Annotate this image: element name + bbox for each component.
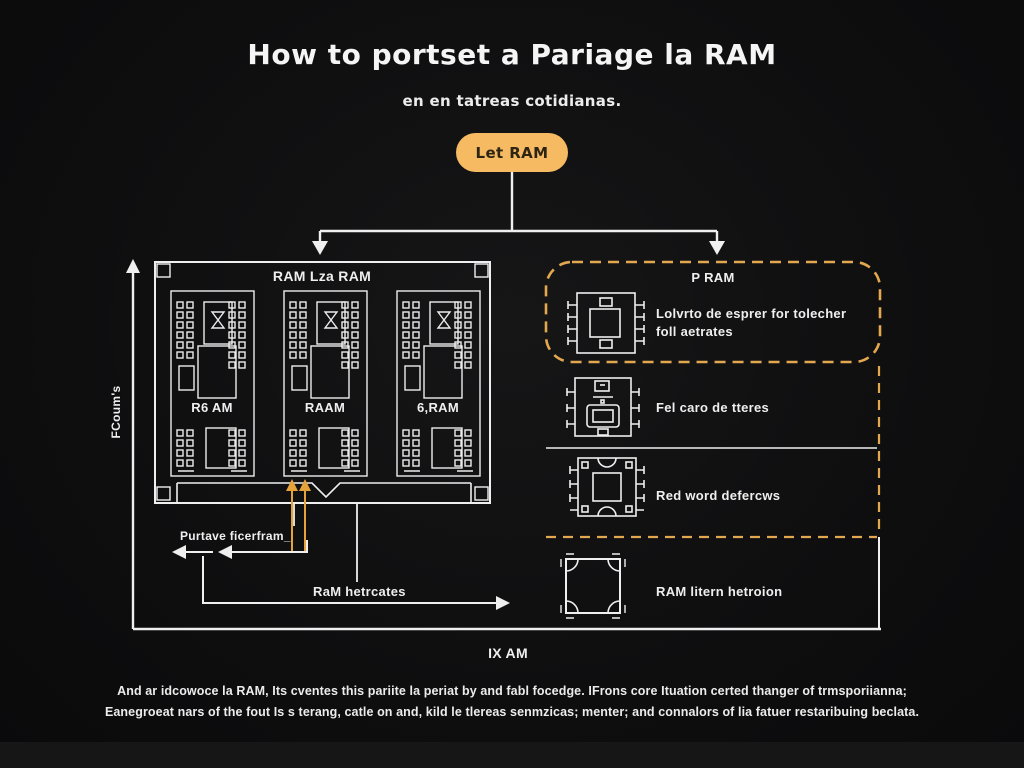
orange-arrow-up-2-icon	[299, 479, 311, 491]
ram-stick-1-label: R6 AM	[191, 400, 232, 415]
chip-socket-icon	[566, 377, 640, 437]
right-row4-text: RAM litern hetroion	[656, 584, 782, 599]
ram-stick-1	[171, 291, 254, 476]
arrow-left-b-icon	[172, 545, 186, 559]
bottom-strip	[0, 742, 1024, 768]
right-row3-text: Red word defercws	[656, 488, 780, 503]
highlight-box-title: P RAM	[691, 270, 734, 285]
page-title: How to portset a Pariage la RAM	[247, 38, 777, 71]
highlight-box-text-line2: foll aetrates	[656, 324, 733, 339]
left-arrow-a-line	[230, 540, 308, 553]
pad-icon	[560, 553, 626, 619]
bottom-axis-label: IX AM	[488, 645, 528, 661]
ram-badge: Let RAM	[456, 133, 568, 172]
footer-line2: Eanegroeat nars of the fout Is s terang,…	[104, 705, 920, 719]
arrow-up-icon	[126, 259, 140, 273]
callout-right-label: RaM hetrcates	[313, 584, 406, 599]
right-row2-text: Fel caro de tteres	[656, 400, 769, 415]
ram-stick-3	[397, 291, 480, 476]
callout-left-label: Purtave ficerfram_	[180, 529, 291, 543]
ram-board-box	[154, 261, 491, 504]
highlight-dashed-box	[544, 260, 882, 364]
arrow-down-left-icon	[312, 241, 328, 255]
arrow-left-a-icon	[218, 545, 232, 559]
highlight-box-text-line1: Lolvrto de esprer for tolecher	[656, 306, 846, 321]
bottom-arrow-line	[202, 556, 496, 604]
ic-chip-icon	[567, 292, 645, 354]
microchip-icon	[569, 457, 645, 517]
orange-arrow-up-1-icon	[286, 479, 298, 491]
ram-board-title: RAM Lza RAM	[273, 268, 371, 284]
arrow-down-right-icon	[709, 241, 725, 255]
branch-connector-lines	[318, 172, 719, 242]
ram-stick-2-label: RAAM	[305, 400, 345, 415]
page-subtitle: en en tatreas cotidianas.	[402, 92, 622, 110]
left-axis-label: FCoum's	[109, 386, 123, 439]
arrow-right-icon	[496, 596, 510, 610]
ram-stick-3-label: 6,RAM	[417, 400, 459, 415]
ram-stick-2	[284, 291, 367, 476]
footer-line1: And ar idcowoce la RAM, Its cventes this…	[117, 684, 907, 698]
